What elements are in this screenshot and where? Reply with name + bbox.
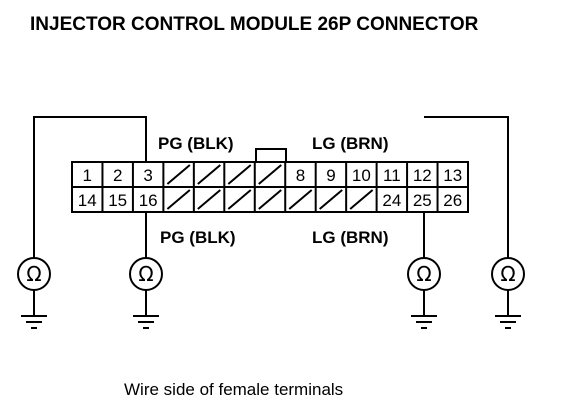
pin-number: 2: [113, 166, 122, 185]
pin-number: 10: [352, 166, 371, 185]
pin-number: 12: [413, 166, 432, 185]
connector-lock-tab: [255, 148, 287, 162]
empty-cavity-slash: [227, 164, 252, 185]
empty-cavity-slash: [197, 164, 221, 185]
empty-cavity-slash: [349, 189, 374, 210]
pin-number: 11: [383, 166, 401, 185]
wire-label-top-left: PG (BLK): [158, 134, 234, 153]
ohmmeter-icon: Ω: [491, 257, 525, 291]
ohmmeter-icon: Ω: [17, 257, 51, 291]
pin-number: 9: [326, 166, 335, 185]
probe-wire-3: [424, 116, 509, 258]
ground-icon: [411, 290, 437, 329]
ohmmeter-icon: Ω: [129, 257, 163, 291]
diagram-title: INJECTOR CONTROL MODULE 26P CONNECTOR: [30, 14, 479, 35]
empty-cavity-slash: [166, 189, 191, 210]
diagram-caption: Wire side of female terminals: [124, 380, 343, 399]
pin-number: 14: [78, 191, 97, 210]
wire-label-bottom-right: LG (BRN): [312, 228, 388, 247]
pin-number: 3: [143, 166, 152, 185]
empty-cavity-slash: [319, 189, 343, 210]
empty-cavity-slash: [258, 189, 282, 210]
empty-cavity-slash: [258, 164, 282, 185]
probe-wire-1: [33, 116, 147, 258]
ohmmeter-icon: Ω: [407, 257, 441, 291]
pin-number: 16: [139, 191, 158, 210]
pin-number: 24: [382, 191, 401, 210]
empty-cavity-slash: [166, 164, 191, 185]
ohm-symbol: Ω: [416, 262, 431, 286]
ground-icon: [495, 290, 521, 329]
empty-cavity-slash: [227, 189, 252, 210]
empty-cavity-slash: [288, 189, 313, 210]
ohm-symbol: Ω: [138, 262, 153, 286]
ohm-symbol: Ω: [500, 262, 515, 286]
pin-number: 26: [443, 191, 462, 210]
pin-number: 8: [296, 166, 305, 185]
pin-number: 1: [82, 166, 91, 185]
ground-icon: [133, 290, 159, 329]
pin-number: 15: [108, 191, 127, 210]
empty-cavity-slash: [197, 189, 221, 210]
pin-number: 13: [443, 166, 462, 185]
wire-label-top-right: LG (BRN): [312, 134, 388, 153]
ohm-symbol: Ω: [26, 262, 41, 286]
wire-label-bottom-left: PG (BLK): [160, 228, 236, 247]
ground-icon: [21, 290, 47, 329]
pin-number: 25: [413, 191, 432, 210]
